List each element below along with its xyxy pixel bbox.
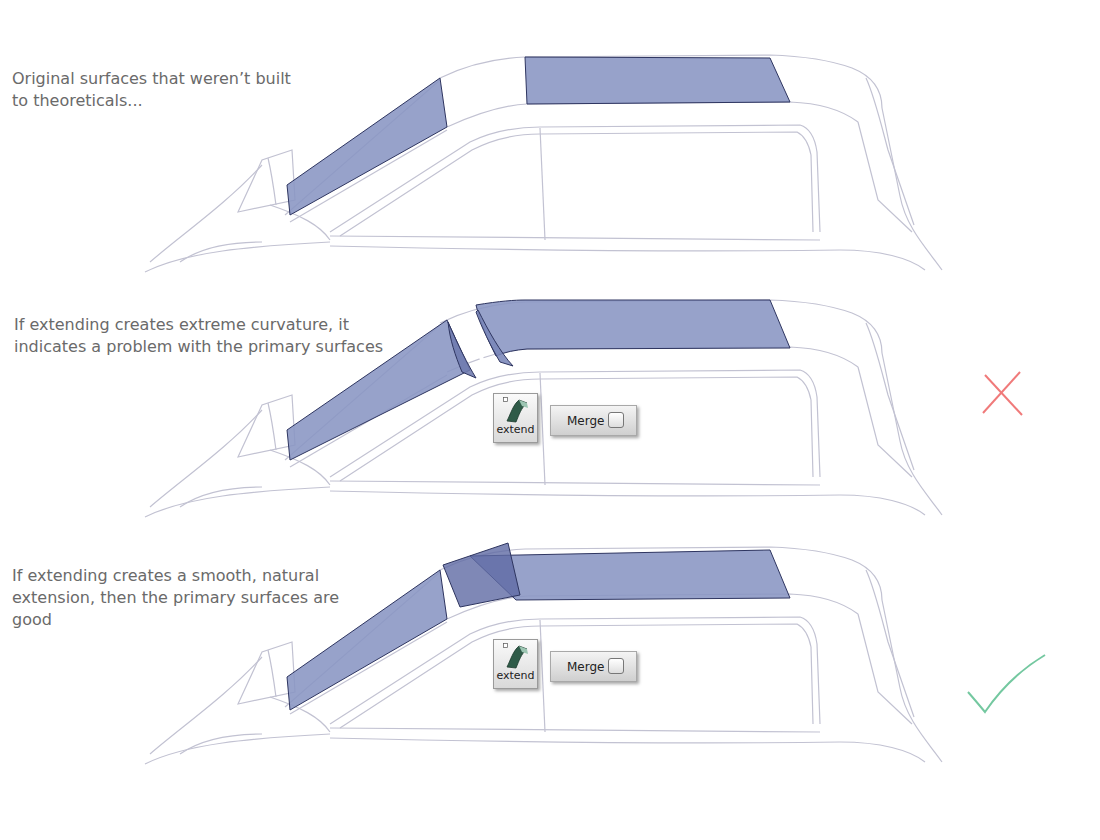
drawing-part	[470, 316, 484, 364]
tool-icon-button: extend	[493, 639, 538, 689]
extend-icon	[503, 397, 529, 423]
drawing-part	[507, 646, 527, 668]
button-label: Merge	[567, 414, 604, 428]
note-text: Original surfaces that weren’t built to …	[12, 68, 312, 112]
drawing-part	[519, 400, 528, 408]
button-label: extend	[494, 423, 537, 436]
note-text: If extending creates extreme curvature, …	[14, 314, 399, 358]
drawing-part	[983, 372, 1020, 413]
drawing-part	[507, 400, 527, 422]
drawing-part	[985, 375, 1022, 415]
note-text: If extending creates a smooth, natural e…	[12, 565, 382, 631]
toggle-button: Merge	[550, 651, 637, 682]
drawing-part	[470, 316, 484, 364]
button-label: Merge	[567, 660, 604, 674]
button-label: extend	[494, 669, 537, 682]
drawing-part	[525, 57, 790, 104]
tool-icon-button: extend	[493, 393, 538, 443]
drawing-part	[519, 646, 528, 654]
drawing-part	[503, 644, 507, 648]
cross-mark	[983, 372, 1022, 415]
checkbox	[608, 658, 624, 674]
toggle-button: Merge	[550, 405, 637, 436]
check-mark	[968, 655, 1045, 712]
drawing-part	[287, 78, 447, 215]
extend-icon	[503, 643, 529, 669]
drawing-part	[443, 543, 520, 607]
drawing-part	[476, 300, 790, 356]
drawing-part	[287, 57, 790, 710]
drawing-part	[503, 398, 507, 402]
checkbox	[608, 412, 624, 428]
